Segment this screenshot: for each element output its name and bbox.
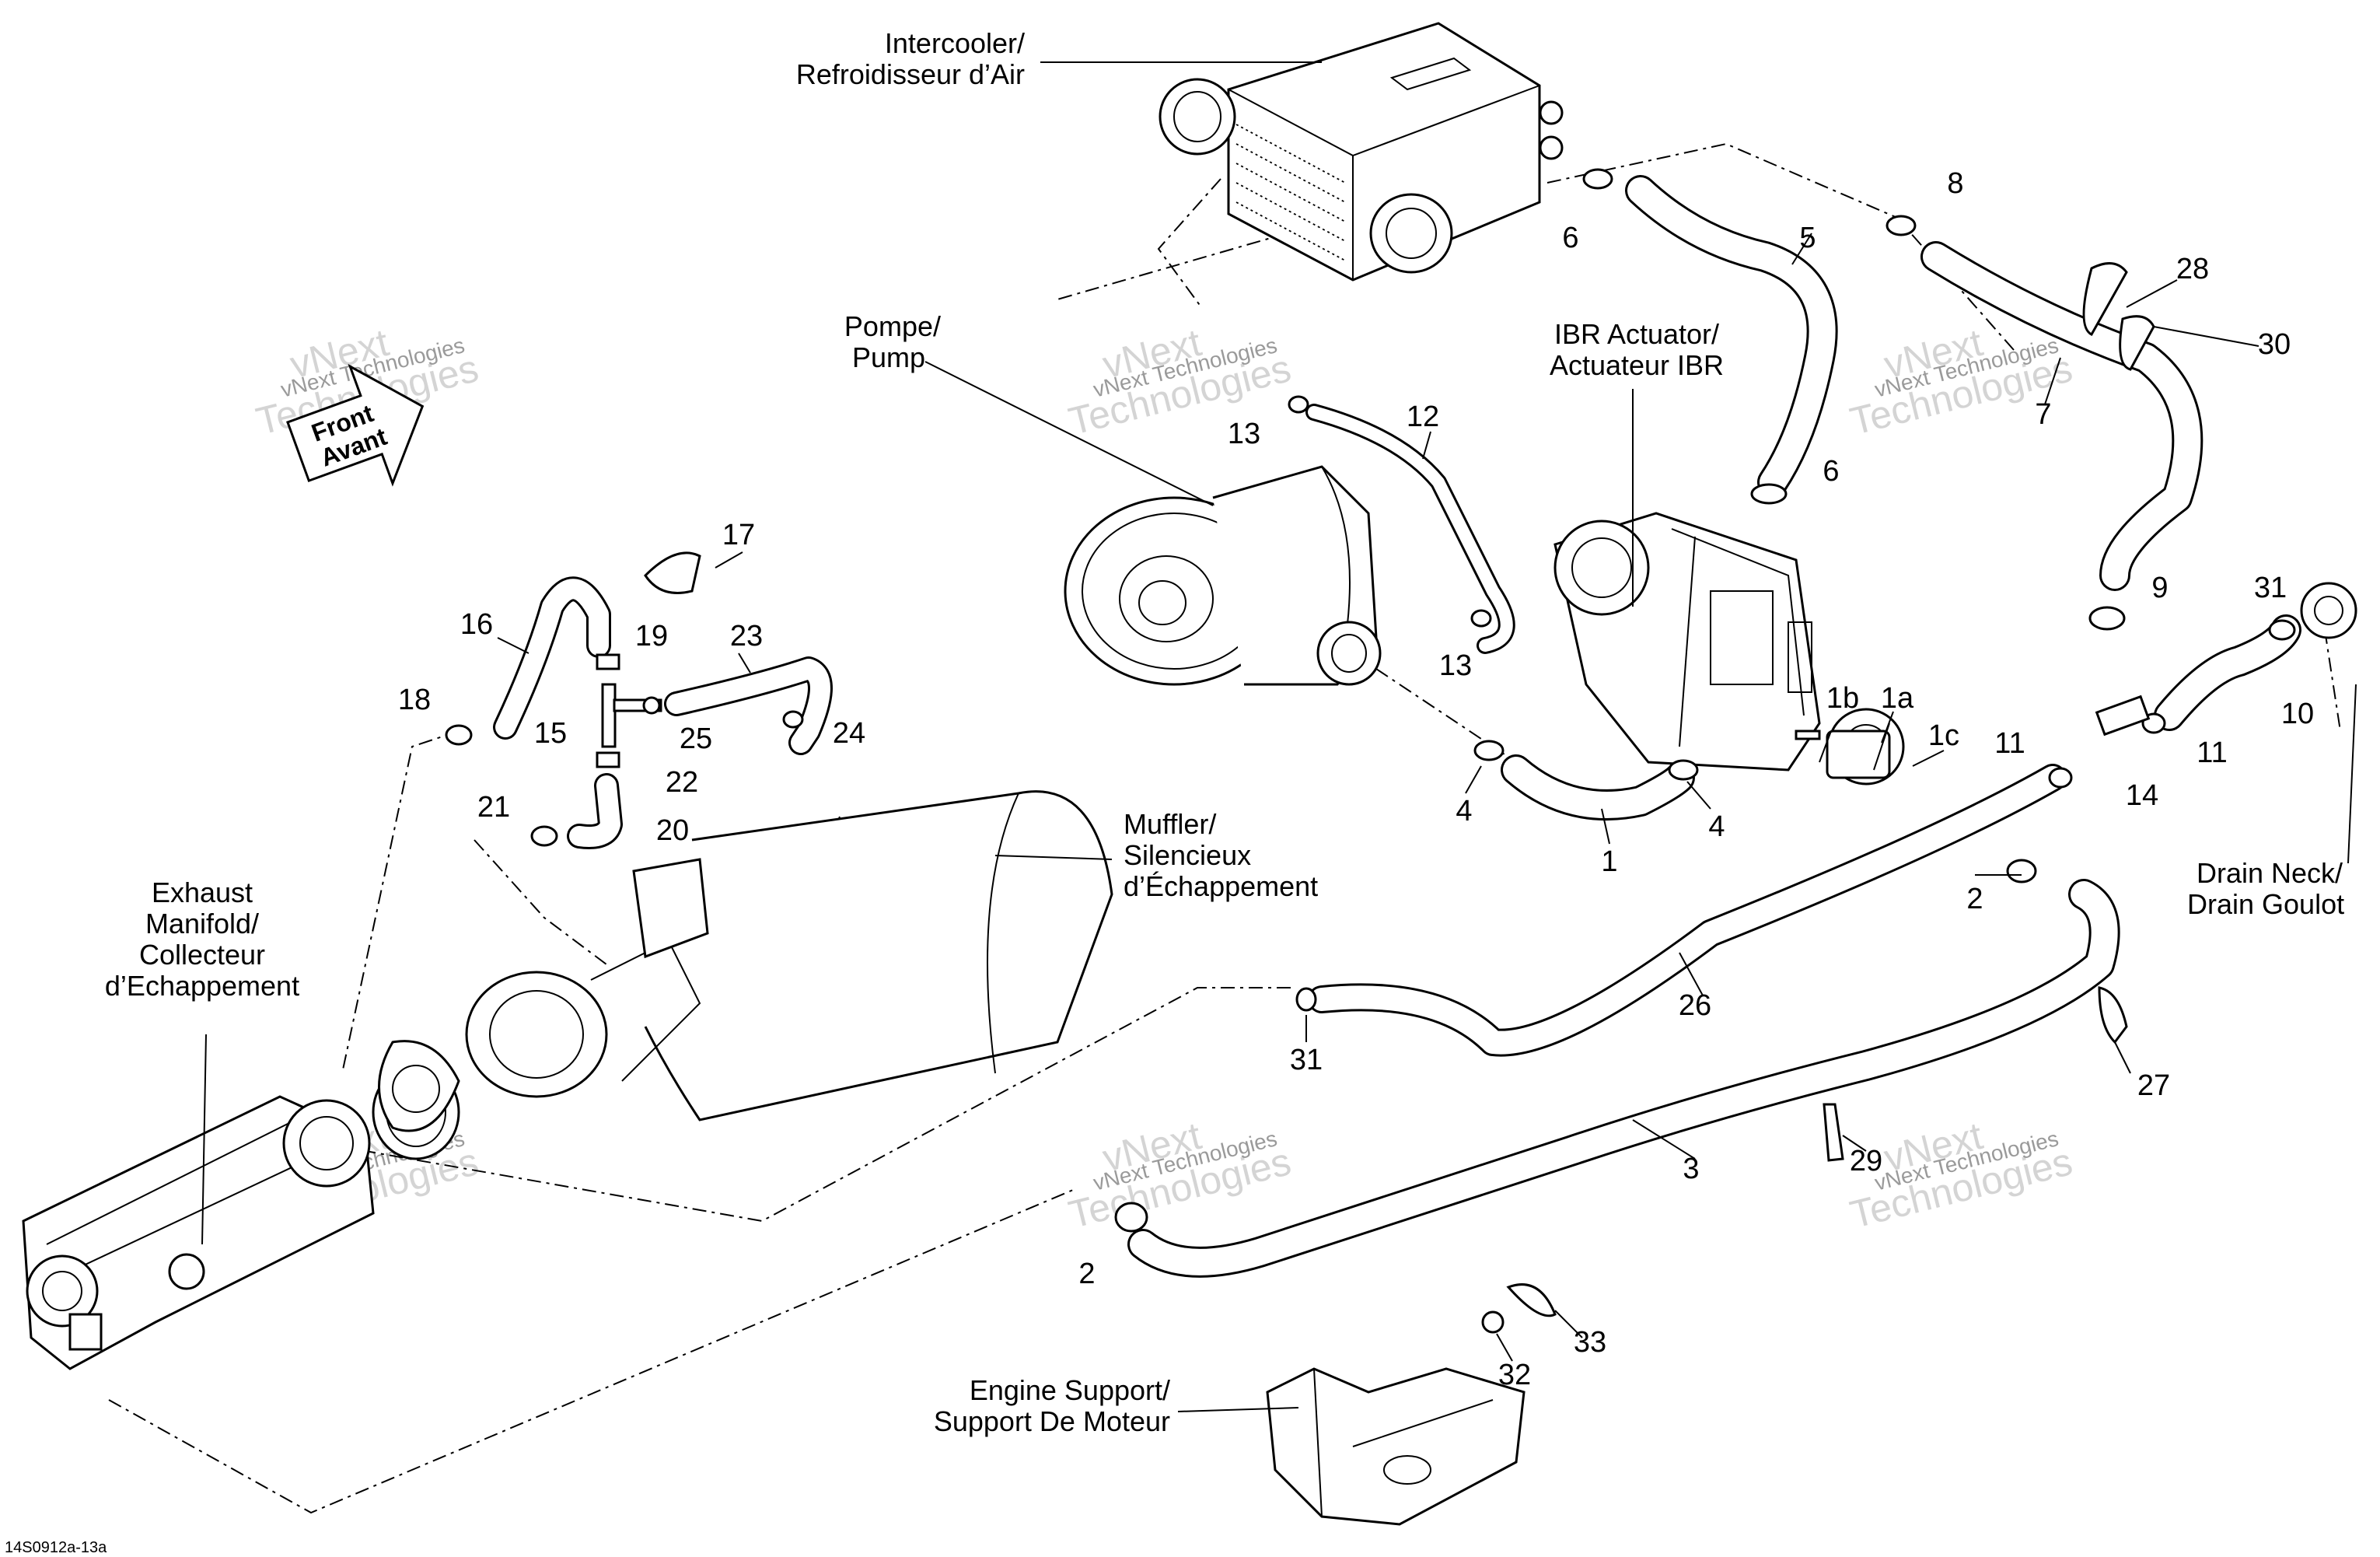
svg-text:IBR Actuator/: IBR Actuator/ bbox=[1554, 318, 1719, 350]
part-number: 2 bbox=[1078, 1258, 1095, 1290]
svg-text:d’Echappement: d’Echappement bbox=[105, 970, 299, 1002]
watermark: vNext Technologies vNext Technologies bbox=[1846, 1114, 2077, 1237]
callout-muffler: Muffler/ Silencieux d’Échappement bbox=[1124, 808, 1318, 902]
leader-lines bbox=[201, 61, 2357, 1412]
part-number: 17 bbox=[722, 519, 755, 551]
part-number: 20 bbox=[656, 814, 689, 847]
part-number: 21 bbox=[477, 791, 510, 824]
svg-text:Muffler/: Muffler/ bbox=[1124, 808, 1216, 840]
part-number: 31 bbox=[1290, 1044, 1323, 1076]
watermark: vNext Technologies vNext Technologies bbox=[1064, 1114, 1295, 1237]
part-number: 16 bbox=[460, 608, 493, 641]
part-number: 30 bbox=[2258, 328, 2291, 361]
svg-text:Intercooler/: Intercooler/ bbox=[885, 27, 1025, 59]
part-number: 3 bbox=[1683, 1153, 1699, 1185]
engine-support bbox=[1266, 1367, 1526, 1526]
part-number: 8 bbox=[1947, 167, 1963, 200]
part-number: 31 bbox=[2254, 572, 2287, 604]
part-number: 1c bbox=[1928, 719, 1959, 752]
part-number: 23 bbox=[730, 620, 763, 653]
svg-text:Exhaust: Exhaust bbox=[152, 876, 253, 908]
front-arrow: Front Avant bbox=[286, 363, 425, 487]
part-number: 13 bbox=[1439, 649, 1472, 682]
part-number: 33 bbox=[1574, 1326, 1606, 1359]
ibr-actuator bbox=[1553, 512, 1821, 772]
part-number: 18 bbox=[398, 684, 431, 716]
muffler bbox=[372, 790, 1113, 1160]
part-numbers: 1 1a 1b 1c 2 2 3 4 4 5 6 6 7 8 9 10 11 1… bbox=[398, 167, 2314, 1391]
part-number: 29 bbox=[1850, 1145, 1882, 1177]
callout-exhaust-manifold: Exhaust Manifold/ Collecteur d’Echappeme… bbox=[105, 876, 299, 1002]
number-leaders bbox=[497, 233, 2259, 1362]
part-number: 24 bbox=[833, 717, 865, 750]
part-number: 27 bbox=[2137, 1069, 2170, 1102]
svg-text:Drain Goulot: Drain Goulot bbox=[2187, 888, 2344, 920]
intercooler-fins bbox=[1235, 124, 1346, 261]
part-number: 28 bbox=[2176, 253, 2209, 285]
part-number: 26 bbox=[1679, 989, 1711, 1022]
svg-text:Actuateur IBR: Actuateur IBR bbox=[1550, 349, 1724, 381]
callout-ibr-actuator: IBR Actuator/ Actuateur IBR bbox=[1550, 318, 1724, 381]
callout-labels: Intercooler/ Refroidisseur d’Air Pompe/ … bbox=[105, 27, 2344, 1437]
svg-text:Drain Neck/: Drain Neck/ bbox=[2197, 857, 2343, 889]
part-number: 22 bbox=[666, 766, 698, 799]
exhaust-manifold bbox=[22, 1095, 375, 1370]
pump bbox=[1064, 465, 1382, 686]
small-parts bbox=[378, 168, 2357, 1334]
part-number: 6 bbox=[1562, 222, 1578, 254]
part-number: 12 bbox=[1407, 401, 1439, 433]
part-number: 9 bbox=[2151, 572, 2168, 604]
svg-text:Support De Moteur: Support De Moteur bbox=[934, 1405, 1170, 1437]
part-number: 2 bbox=[1966, 883, 1983, 915]
hoses bbox=[493, 175, 2301, 1278]
svg-text:Refroidisseur d’Air: Refroidisseur d’Air bbox=[796, 58, 1025, 90]
part-number: 1a bbox=[1881, 682, 1914, 715]
callout-pump: Pompe/ Pump bbox=[844, 310, 941, 373]
part-number: 6 bbox=[1823, 455, 1839, 488]
svg-text:Engine Support/: Engine Support/ bbox=[970, 1374, 1170, 1406]
part-number: 4 bbox=[1708, 810, 1725, 843]
part-number: 7 bbox=[2035, 398, 2051, 431]
part-number: 4 bbox=[1456, 795, 1472, 827]
svg-text:d’Échappement: d’Échappement bbox=[1124, 870, 1318, 902]
svg-text:Collecteur: Collecteur bbox=[139, 939, 265, 971]
part-number: 14 bbox=[2126, 779, 2158, 812]
part-number: 32 bbox=[1498, 1359, 1531, 1391]
svg-text:Manifold/: Manifold/ bbox=[145, 908, 259, 939]
part-number: 15 bbox=[534, 717, 567, 750]
part-number: 11 bbox=[2197, 737, 2227, 769]
part-number: 1b bbox=[1826, 682, 1859, 715]
part-number: 25 bbox=[680, 723, 712, 755]
callout-drain-neck: Drain Neck/ Drain Goulot bbox=[2187, 857, 2344, 920]
intercooler bbox=[1159, 22, 1564, 282]
part-number: 10 bbox=[2281, 698, 2314, 730]
callout-engine-support: Engine Support/ Support De Moteur bbox=[934, 1374, 1170, 1437]
diagram-code: 14S0912a-13a bbox=[5, 1539, 107, 1556]
svg-text:Pump: Pump bbox=[852, 341, 925, 373]
svg-text:Pompe/: Pompe/ bbox=[844, 310, 941, 342]
part-number: 13 bbox=[1228, 418, 1260, 450]
part-number: 1 bbox=[1601, 845, 1617, 878]
svg-text:Silencieux: Silencieux bbox=[1124, 839, 1251, 871]
part-number: 19 bbox=[635, 620, 668, 653]
callout-intercooler: Intercooler/ Refroidisseur d’Air bbox=[796, 27, 1025, 90]
part-number: 11 bbox=[1994, 727, 2025, 760]
